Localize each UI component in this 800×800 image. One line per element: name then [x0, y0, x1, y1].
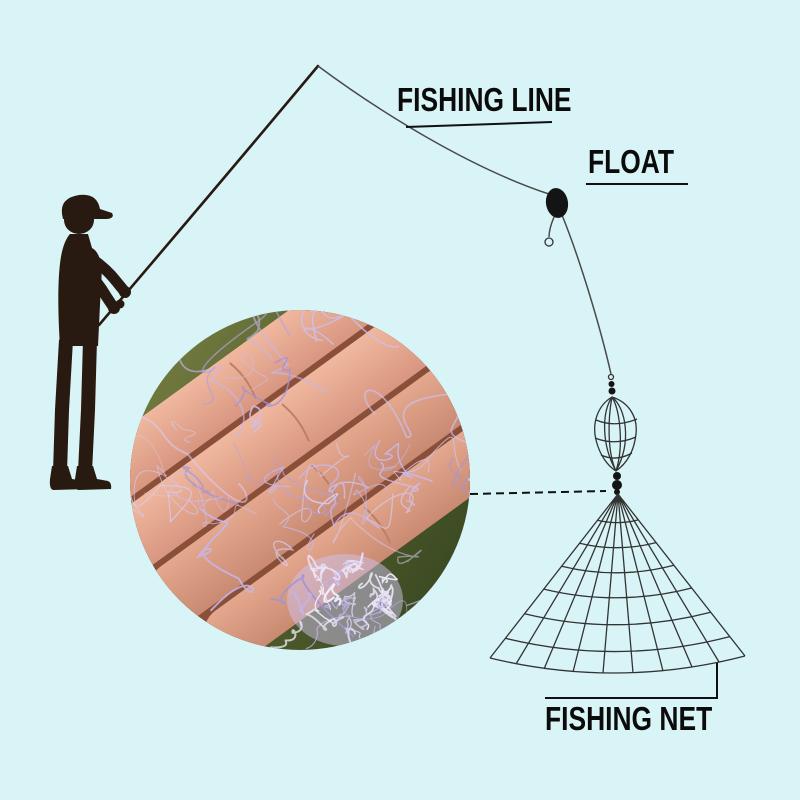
callout-fishing-net	[545, 663, 718, 699]
hand-fingers	[130, 310, 470, 650]
label-fishing-line: FISHING LINE	[397, 81, 572, 118]
fisherman-arm-upper	[82, 250, 131, 298]
hook-icon	[544, 237, 554, 247]
label-float: FLOAT	[588, 143, 675, 180]
line-bead	[608, 387, 616, 395]
line-bead	[608, 381, 615, 387]
float-shape	[545, 188, 569, 218]
sinker-bead	[614, 489, 620, 495]
sinker-bead	[613, 472, 621, 480]
fisherman-leg	[78, 339, 97, 473]
fisherman-arm-lower	[78, 262, 120, 314]
fishing-net-drawing	[489, 373, 746, 674]
knuckle-creases	[229, 362, 392, 544]
callout-fishing-line	[405, 121, 553, 128]
bait-cage-outline	[594, 396, 637, 472]
bait-cage-ribs	[603, 396, 627, 472]
finger	[130, 311, 438, 572]
bait-cage-rings	[594, 418, 638, 459]
fisherman-head	[64, 206, 94, 234]
callout-closeup-dashed	[469, 490, 607, 495]
fishing-line-curve-lower	[561, 214, 612, 375]
finger	[130, 310, 391, 512]
fisherman-silhouette	[49, 194, 131, 490]
net-mesh-strands	[130, 310, 470, 650]
finger	[203, 426, 470, 650]
fisherman-torso	[58, 234, 102, 346]
float-assembly	[544, 188, 569, 247]
fisherman-boot	[74, 466, 112, 490]
net-radial-lines	[489, 493, 746, 674]
fisherman-hand	[119, 286, 131, 298]
closeup-inset	[130, 310, 470, 650]
line-bead	[607, 373, 615, 381]
fishing-line-curve	[317, 65, 550, 195]
finger	[148, 366, 470, 623]
sinker-bead	[612, 480, 622, 490]
label-fishing-net: FISHING NET	[545, 700, 713, 737]
fisherman-leg	[53, 339, 73, 473]
float-drop-line	[548, 216, 555, 238]
fishing-rod	[97, 64, 320, 327]
net-ring-arcs	[489, 519, 746, 674]
